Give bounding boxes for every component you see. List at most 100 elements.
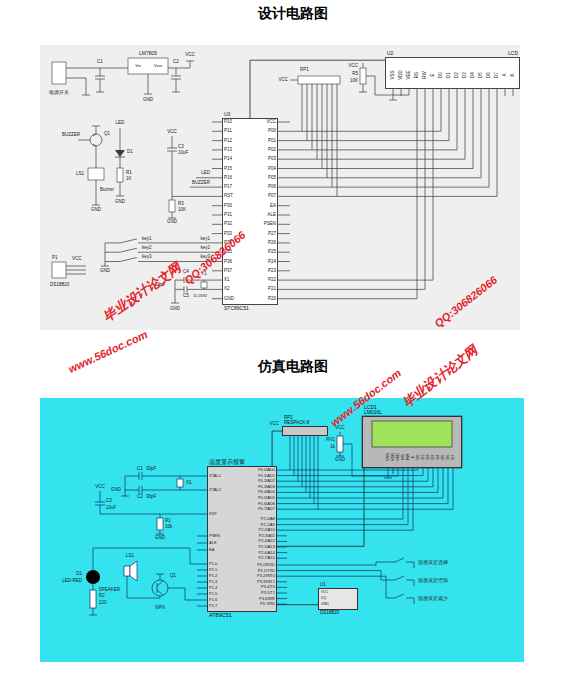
part-label: VEE xyxy=(407,70,412,79)
part-label: D1 xyxy=(421,454,425,459)
wire xyxy=(212,242,222,243)
part-label: D4 xyxy=(471,72,476,78)
wire xyxy=(197,476,207,477)
wire xyxy=(337,84,338,196)
part-label: D1 xyxy=(447,72,452,78)
part-label: P3.1/TXD xyxy=(258,569,275,573)
part-label: 10k xyxy=(165,525,172,530)
wire xyxy=(302,436,303,487)
part-label: R5 xyxy=(352,72,358,77)
wire xyxy=(197,514,207,515)
part-label: GND xyxy=(167,220,177,225)
wire xyxy=(310,436,311,498)
wire xyxy=(212,215,222,216)
part-label: P0.4/AD4 xyxy=(258,490,275,494)
part-label: RESPACK-8 xyxy=(284,421,309,426)
part-label: C1 xyxy=(97,60,103,65)
part-label: key3 xyxy=(142,255,152,260)
part-label: P33 xyxy=(224,231,232,236)
buzzer-wires xyxy=(78,126,100,205)
wire xyxy=(278,187,290,188)
wire xyxy=(212,187,222,188)
part-label: D0 xyxy=(439,72,444,78)
part-label: LED xyxy=(201,171,210,176)
part-label: P0.1/AD1 xyxy=(258,474,275,478)
part-label: P2.2/A10 xyxy=(259,528,275,532)
wire xyxy=(278,280,290,281)
part-label: P1.5 xyxy=(209,592,217,596)
wire xyxy=(278,242,290,243)
part-label: P1.2 xyxy=(209,574,217,578)
wire xyxy=(290,89,473,169)
wire xyxy=(120,239,137,243)
wire xyxy=(406,598,414,604)
part-label: P15 xyxy=(224,166,232,171)
part-label: D1 xyxy=(127,150,133,155)
wire xyxy=(212,159,222,160)
wire xyxy=(212,196,222,197)
part-label: GND xyxy=(335,458,345,463)
led-wires xyxy=(89,548,197,615)
part-label: P3.5/T1 xyxy=(261,591,275,595)
wire-connector xyxy=(250,60,385,118)
wire xyxy=(277,498,287,499)
part-label: key1 xyxy=(200,236,210,241)
part-label: GND xyxy=(143,98,153,103)
wire xyxy=(197,536,207,537)
part-label: P01 xyxy=(268,138,276,143)
wire xyxy=(287,468,448,504)
part-label: STC89C51 xyxy=(224,306,249,311)
part-label: D6 xyxy=(446,454,450,459)
part-label: D7 xyxy=(495,72,500,78)
part-label: R2 xyxy=(99,594,105,599)
wire xyxy=(395,594,404,598)
part-label: RW xyxy=(423,71,428,78)
part-label: P3.2/INT0 xyxy=(257,574,275,578)
part-label: RV1 xyxy=(326,438,335,443)
part-label: R1 xyxy=(165,519,171,524)
part-label: D6 xyxy=(487,72,492,78)
wire xyxy=(322,84,323,169)
part-label: RP1 xyxy=(300,68,309,73)
part-label: SPEAKER xyxy=(99,588,120,593)
part-label: GND xyxy=(91,208,101,213)
part-label: NPN xyxy=(155,606,165,611)
resistor-symbol xyxy=(90,590,96,608)
part-label: P2.7/A15 xyxy=(259,556,275,560)
part-label: ALE xyxy=(209,541,217,545)
wire xyxy=(278,289,290,290)
part-label: P1.6 xyxy=(209,598,217,602)
part-label: VEE xyxy=(396,453,400,461)
chip-box: RP2RESPACK-8 xyxy=(282,426,328,436)
wire xyxy=(306,436,307,492)
wire xyxy=(197,606,207,607)
part-label: P0.3/AD3 xyxy=(258,485,275,489)
part-label: C2 xyxy=(137,495,143,500)
part-label: P03 xyxy=(268,157,276,162)
wire xyxy=(298,436,299,481)
part-label: LS1 xyxy=(126,554,134,559)
wire xyxy=(277,486,287,487)
chip-box: U2LCD xyxy=(385,57,520,89)
wire xyxy=(290,89,457,150)
wire xyxy=(277,587,287,588)
part-label: P00 xyxy=(268,129,276,134)
part-label: C3 xyxy=(178,145,184,150)
part-label: LM7805 xyxy=(139,51,157,56)
wire xyxy=(290,89,433,280)
wire xyxy=(120,248,137,252)
part-label: P2.3/A11 xyxy=(259,534,275,538)
wire xyxy=(278,131,290,132)
part-label: P21 xyxy=(268,287,276,292)
resistor-symbol xyxy=(169,200,175,212)
wire xyxy=(290,89,441,131)
part-label: P05 xyxy=(268,176,276,181)
part-label: 10uF xyxy=(178,151,188,156)
wire xyxy=(278,261,290,262)
part-label: P0.6/AD6 xyxy=(258,502,275,506)
wire xyxy=(287,562,395,565)
wire xyxy=(277,570,287,571)
wire xyxy=(395,576,404,580)
wire xyxy=(197,564,207,565)
wire xyxy=(277,503,287,504)
